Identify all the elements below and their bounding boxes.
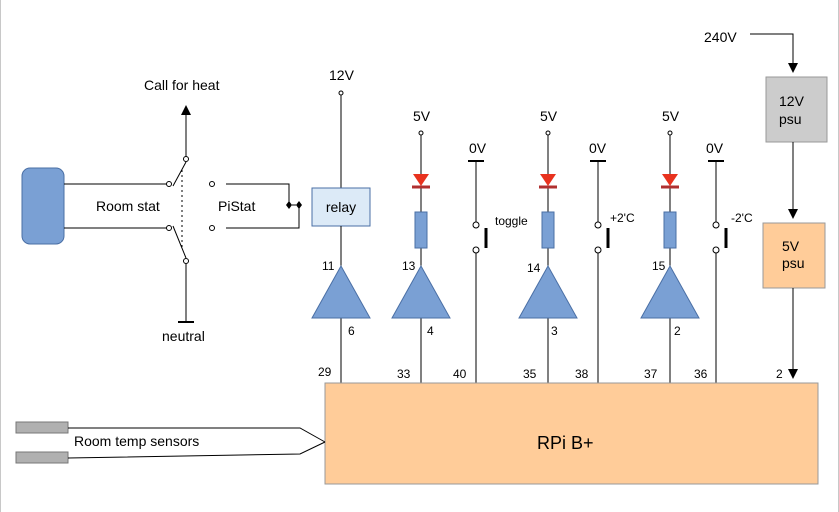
rpi-pin: 29 (318, 365, 332, 379)
mains-wire (750, 33, 798, 73)
switch-contact (183, 156, 189, 162)
psu-5v-label: psu (782, 255, 805, 271)
relay-contact-diamond (286, 201, 292, 209)
buffer-output-pin: 2 (674, 324, 681, 338)
pistat-wire-bottom (226, 208, 300, 229)
rpi-pin: 33 (397, 367, 411, 381)
buffer-output-pin: 3 (551, 324, 558, 338)
psu-12v-label: 12V (779, 93, 805, 109)
psu-12v-label: psu (779, 111, 802, 127)
ground-label: 0V (589, 140, 607, 156)
ground-label: 0V (706, 140, 724, 156)
mains-label: 240V (704, 29, 737, 45)
plus2c-label: +2'C (610, 211, 635, 225)
resistor (541, 211, 555, 249)
neutral-label: neutral (162, 328, 205, 344)
buffer-input-pin: 11 (322, 259, 335, 273)
switch-blade-top (172, 161, 187, 187)
buffer-input-pin: 13 (402, 259, 416, 273)
rpi-pin: 35 (523, 367, 537, 381)
buffer-input-pin: 14 (527, 261, 541, 275)
buffer-triangle (518, 264, 578, 319)
supply-terminal (545, 130, 551, 136)
buffer-triangle (640, 264, 700, 319)
switch-blade-bottom (172, 225, 187, 259)
rpi-pin: 36 (694, 367, 708, 381)
rpi-pin: 2 (776, 367, 783, 381)
rpi-pin: 38 (575, 367, 589, 381)
buffer-output-pin: 6 (348, 324, 355, 338)
psu-5v-label: 5V (782, 238, 800, 254)
psu-12v-box (765, 76, 828, 143)
led-icon (540, 174, 556, 186)
rpi-label: RPi B+ (537, 433, 594, 453)
resistor (414, 211, 428, 249)
supply-terminal (667, 130, 673, 136)
switch-terminal (712, 246, 720, 254)
relay-supply-label: 12V (329, 67, 355, 83)
temp-sensor (15, 421, 69, 434)
call-for-heat-label: Call for heat (144, 77, 220, 93)
switch-contact (166, 181, 172, 187)
minus2c-label: -2'C (731, 211, 753, 225)
psu-5v-box (762, 222, 826, 289)
buffer-triangle (391, 264, 451, 319)
buffer-input-pin: 15 (652, 259, 666, 273)
switch-terminal (712, 221, 720, 229)
led-icon (413, 174, 429, 186)
temp-sensor (15, 451, 69, 464)
ground-label: 0V (469, 140, 487, 156)
rpi-board (324, 382, 819, 485)
rpi-pin: 40 (453, 367, 467, 381)
switch-terminal (472, 221, 480, 229)
buffer-output-pin: 4 (427, 324, 434, 338)
toggle-label: toggle (495, 214, 528, 228)
switch-contact (166, 225, 172, 231)
relay-contact-diamond (296, 201, 302, 209)
led-supply-label: 5V (540, 108, 558, 124)
pistat-contact (209, 225, 215, 231)
switch-terminal (594, 246, 602, 254)
supply-terminal (418, 130, 424, 136)
relay-label: relay (326, 199, 356, 215)
switch-contact (183, 258, 189, 264)
pistat-label: PiStat (218, 198, 255, 214)
switch-terminal (594, 221, 602, 229)
led-icon (662, 174, 678, 186)
pistat-contact (209, 181, 215, 187)
led-supply-label: 5V (662, 108, 680, 124)
sensor-wire (67, 441, 326, 459)
room-stat-label: Room stat (96, 198, 160, 214)
room-temp-sensors-label: Room temp sensors (74, 433, 199, 449)
resistor (663, 211, 677, 249)
sensor-wire (68, 427, 326, 443)
boiler-block (21, 167, 65, 245)
switch-terminal (472, 246, 480, 254)
rpi-pin: 37 (644, 367, 658, 381)
led-supply-label: 5V (413, 108, 431, 124)
buffer-triangle (311, 264, 371, 319)
pistat-wire-top (226, 183, 290, 204)
supply-terminal (338, 90, 344, 96)
